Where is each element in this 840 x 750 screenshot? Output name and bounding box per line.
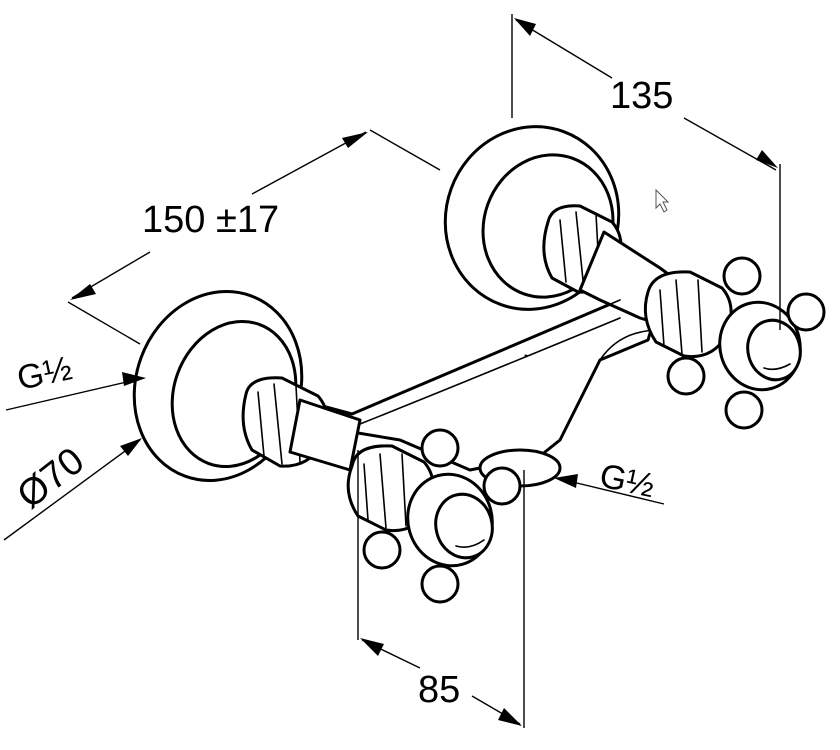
front-inlet-nut: [241, 376, 362, 472]
dimension-centers: 150 ±17: [67, 129, 441, 345]
dimension-height: 85: [357, 450, 525, 728]
left-valve-handle: [346, 428, 522, 604]
dimension-height-label: 85: [418, 669, 460, 711]
dimension-thread-bottom: G½: [554, 457, 665, 506]
dimension-thread-left: G½: [5, 349, 146, 411]
dimension-centers-label: 150 ±17: [142, 199, 279, 241]
dimension-diameter: Ø70: [3, 438, 142, 541]
dimension-depth-label: 135: [610, 75, 673, 117]
dimension-depth: 135: [511, 14, 781, 330]
right-valve-handle: [643, 256, 826, 430]
dimension-thread-left-label: G½: [14, 349, 76, 398]
arrow-cursor-icon: [655, 188, 670, 213]
dimension-thread-bottom-label: G½: [596, 457, 658, 506]
